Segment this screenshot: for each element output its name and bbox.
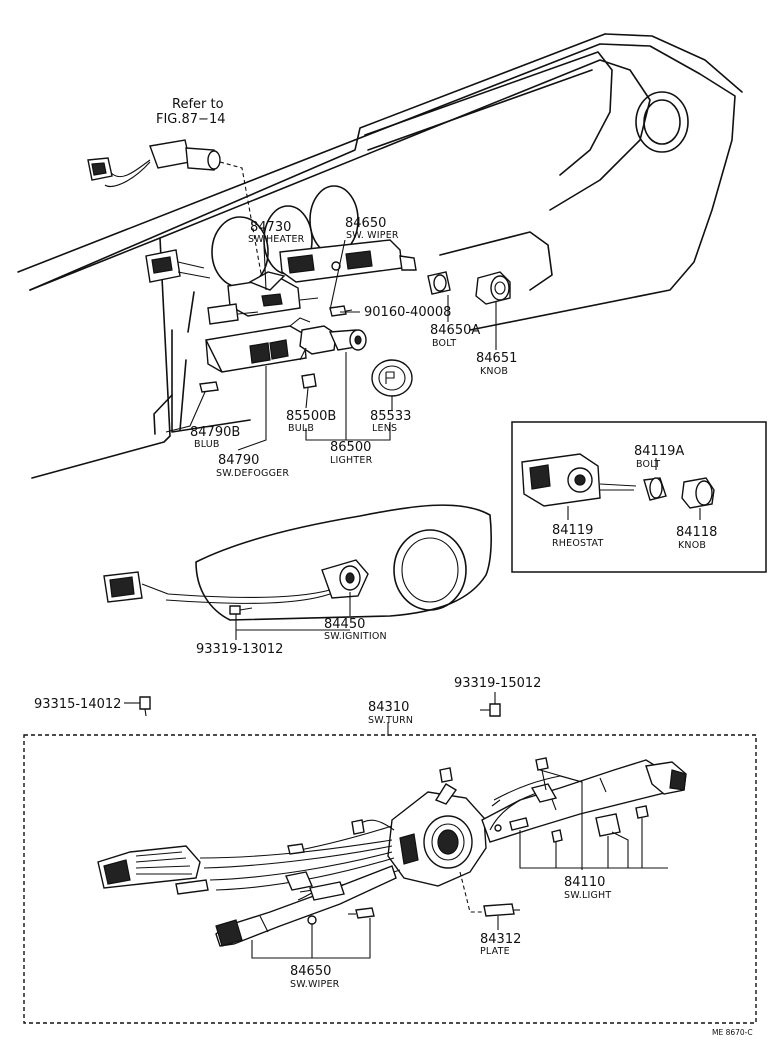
- part-name: SW.IGNITION: [324, 631, 387, 642]
- part-name: KNOB: [480, 366, 508, 377]
- part-name: BOLT: [636, 459, 660, 470]
- part-number: 93319-15012: [454, 676, 541, 691]
- callout-90160: 90160-40008: [364, 305, 451, 320]
- heater-switch: [207, 271, 319, 325]
- cigarette-lighter: [299, 325, 367, 361]
- loose-screws: [124, 692, 501, 717]
- callout-84730: 84730 SW.HEATER: [248, 220, 305, 245]
- part-name: LENS: [372, 423, 397, 434]
- part-name: SW.WIPER: [290, 979, 340, 990]
- callout-84650-bottom: 84650 SW.WIPER: [290, 964, 340, 990]
- part-number: 86500: [330, 440, 371, 455]
- part-number: 84118: [676, 525, 717, 540]
- part-number: 93319-13012: [196, 642, 283, 657]
- reference-line-1: Refer to: [172, 97, 224, 112]
- callout-84110: 84110 SW.LIGHT: [564, 875, 611, 901]
- part-name: SW.TURN: [368, 715, 413, 726]
- part-number: 84650: [290, 964, 331, 979]
- connector-left: [145, 249, 211, 283]
- part-name: SW.HEATER: [248, 234, 305, 245]
- part-number: 84450: [324, 617, 365, 632]
- callout-85533: 85533 LENS: [370, 409, 411, 434]
- drawing-code: ME 8670-C: [712, 1028, 753, 1037]
- callout-84450: 84450 SW.IGNITION: [324, 617, 387, 642]
- callout-84312: 84312 PLATE: [480, 932, 521, 957]
- part-number: 93315-14012: [34, 697, 121, 712]
- upper-leaders: [165, 239, 497, 451]
- callout-93319-15012: 93319-15012: [454, 676, 541, 691]
- part-name: SW.LIGHT: [564, 890, 611, 901]
- reference-switch-assembly: [87, 139, 265, 291]
- callout-84119: 84119 RHEOSTAT: [552, 523, 603, 549]
- bulb-small: [199, 373, 317, 393]
- callout-84650a: 84650A BOLT: [430, 323, 480, 349]
- part-number: 84790B: [190, 425, 240, 440]
- part-number: 84650A: [430, 323, 480, 338]
- callout-93319-13012: 93319-13012: [196, 642, 283, 657]
- part-number: 84730: [250, 220, 291, 235]
- part-name: RHEOSTAT: [552, 538, 603, 549]
- reference-line-2: FIG.87−14: [156, 112, 226, 127]
- part-number: 84119A: [634, 444, 684, 459]
- part-number: 84650: [345, 216, 386, 231]
- part-number: 84110: [564, 875, 605, 890]
- callout-85500b: 85500B BULB: [286, 409, 336, 434]
- part-name: PLATE: [480, 946, 510, 957]
- callout-86500: 86500 LIGHTER: [330, 440, 373, 466]
- part-number: 84312: [480, 932, 521, 947]
- part-number: 84790: [218, 453, 259, 468]
- part-number: 84651: [476, 351, 517, 366]
- reference-note: Refer to FIG.87−14: [156, 97, 226, 127]
- part-name: BULB: [288, 423, 314, 434]
- part-name: LIGHTER: [330, 455, 373, 466]
- part-name: BOLT: [432, 338, 456, 349]
- ignition-section: [103, 504, 492, 640]
- part-number: 84119: [552, 523, 593, 538]
- callout-84650-top: 84650 SW. WIPER: [345, 216, 399, 241]
- callout-84790b: 84790B BLUB: [190, 425, 240, 450]
- part-number: 85500B: [286, 409, 336, 424]
- part-name: KNOB: [678, 540, 706, 551]
- defogger-switch: [205, 317, 311, 373]
- part-name: BLUB: [194, 439, 220, 450]
- part-number: 90160-40008: [364, 305, 451, 320]
- lighter-lens: [371, 359, 413, 397]
- callout-84310: 84310 SW.TURN: [368, 700, 413, 726]
- callout-84790: 84790 SW.DEFOGGER: [216, 453, 289, 479]
- callout-84651: 84651 KNOB: [476, 351, 517, 377]
- callout-84119a: 84119A BOLT: [634, 444, 684, 470]
- bolt-and-knob: [329, 271, 511, 317]
- rheostat-inset: [511, 421, 767, 573]
- part-number: 84310: [368, 700, 409, 715]
- instrument-panel: [17, 33, 743, 479]
- part-name: SW. WIPER: [346, 230, 399, 241]
- wiper-switch-top: [279, 239, 417, 283]
- part-number: 85533: [370, 409, 411, 424]
- callout-93315-14012: 93315-14012: [34, 697, 121, 712]
- callout-84118: 84118 KNOB: [676, 525, 717, 551]
- turn-switch-assembly: [23, 722, 757, 1024]
- part-name: SW.DEFOGGER: [216, 468, 289, 479]
